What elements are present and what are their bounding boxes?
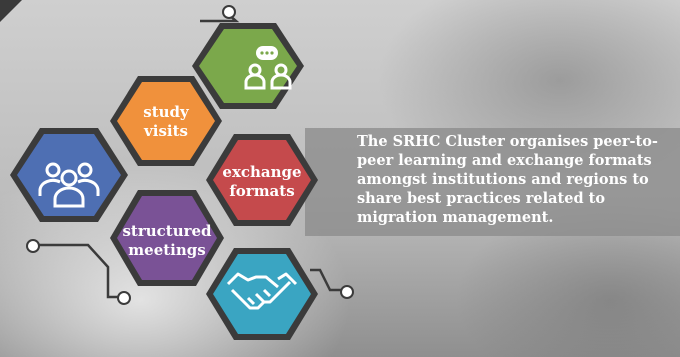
discussion-people-icon: [244, 46, 292, 90]
hex-structured-meetings: structured meetings: [110, 190, 224, 286]
description-panel: The SRHC Cluster organises peer-to-peer …: [305, 128, 680, 236]
study-visits-label-line2: visits: [143, 122, 188, 140]
hex-group: [10, 128, 128, 222]
connector-dot-right: [340, 285, 354, 299]
structured-meetings-label-line1: structured: [122, 222, 212, 240]
connector-right: [310, 268, 346, 292]
connector-dot-top: [222, 5, 236, 19]
study-visits-label-line1: study: [143, 103, 190, 121]
hex-exchange-formats: exchange formats: [206, 134, 318, 226]
connector-dot-left: [26, 239, 40, 253]
hex-handshake: [206, 248, 318, 340]
hex-discussion: [192, 23, 304, 109]
handshake-icon: [226, 272, 298, 310]
hex-study-visits: study visits: [110, 76, 222, 166]
description-text: The SRHC Cluster organises peer-to-peer …: [357, 133, 658, 226]
exchange-formats-label-line1: exchange: [222, 163, 301, 181]
corner-mark: [0, 0, 22, 22]
exchange-formats-label-line2: formats: [229, 182, 294, 200]
connector-left: [34, 243, 124, 299]
structured-meetings-label-line2: meetings: [128, 241, 205, 259]
connector-dots: [26, 5, 354, 305]
connector-dot-bottom: [117, 291, 131, 305]
group-people-icon: [38, 162, 100, 208]
